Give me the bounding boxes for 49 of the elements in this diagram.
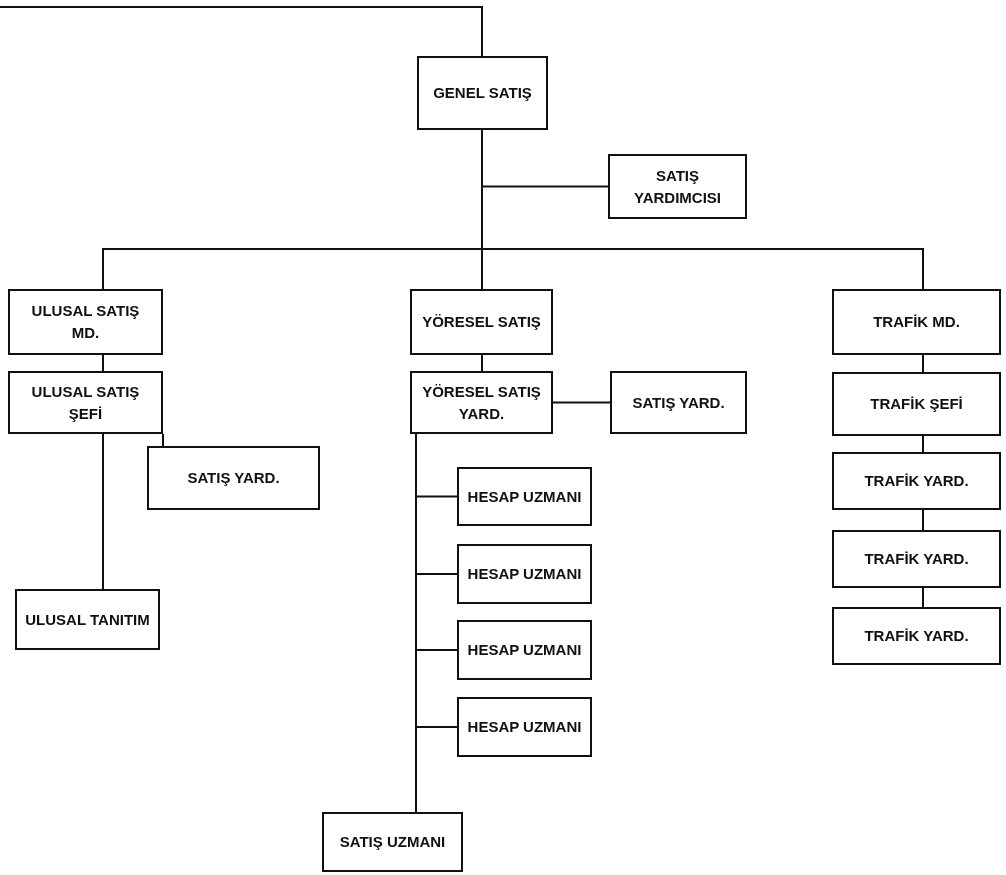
box-label: HESAP UZMANI (467, 640, 582, 661)
box-label: ULUSAL SATIŞ ŞEFİ (30, 381, 141, 424)
box-label: HESAP UZMANI (467, 564, 582, 585)
org-box (832, 452, 1001, 510)
org-box (410, 371, 553, 434)
connector-line (0, 6, 483, 57)
connector-line (102, 433, 104, 590)
box-label: ULUSAL TANITIM (25, 609, 150, 630)
org-box (8, 289, 163, 355)
connector-line (415, 433, 417, 813)
box-label: GENEL SATIŞ (433, 83, 532, 104)
org-box (608, 154, 747, 219)
org-box (610, 371, 747, 434)
box-label: TRAFİK YARD. (864, 471, 969, 492)
org-box (15, 589, 160, 650)
org-box (457, 697, 592, 757)
org-box (322, 812, 463, 872)
connector-line (922, 354, 924, 373)
connector-line (552, 401, 611, 404)
connector-line (922, 435, 924, 453)
org-box (457, 620, 592, 680)
box-label: TRAFİK YARD. (864, 626, 969, 647)
box-label: ULUSAL SATIŞ MD. (30, 301, 141, 343)
connector-line (922, 587, 924, 608)
box-label: TRAFİK YARD. (864, 549, 969, 570)
connector-line (481, 354, 483, 372)
box-label: YÖRESEL SATIŞ YARD. (421, 381, 542, 424)
org-box (832, 289, 1001, 355)
box-label: TRAFİK MD. (873, 312, 960, 333)
org-box (457, 544, 592, 604)
box-label: TRAFİK ŞEFİ (870, 394, 963, 415)
box-label: SATIŞ YARD. (632, 392, 725, 413)
org-box (832, 372, 1001, 436)
connector-line (102, 354, 104, 372)
connector-line (922, 509, 924, 531)
box-label: SATIŞ YARDIMCISI (633, 165, 722, 208)
org-box (832, 607, 1001, 665)
box-label: SATIŞ UZMANI (339, 832, 446, 853)
connector-line (162, 433, 164, 447)
org-box (832, 530, 1001, 588)
org-box (410, 289, 553, 355)
box-label: HESAP UZMANI (467, 486, 582, 507)
box-label: SATIŞ YARD. (187, 468, 280, 489)
org-box (457, 467, 592, 526)
org-box (417, 56, 548, 130)
org-box (147, 446, 320, 510)
box-label: HESAP UZMANI (467, 717, 582, 738)
org-box (8, 371, 163, 434)
box-label: YÖRESEL SATIŞ (422, 312, 541, 333)
